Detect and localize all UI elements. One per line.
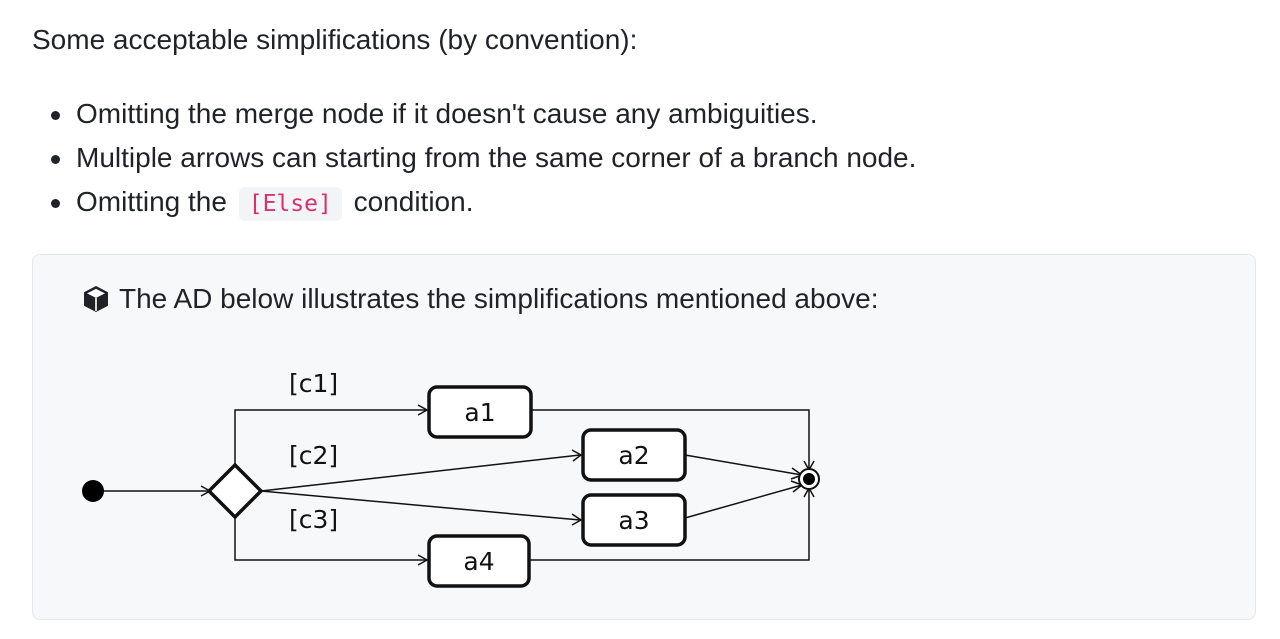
callout-text: The AD below illustrates the simplificat… bbox=[119, 283, 879, 314]
callout-header: The AD below illustrates the simplificat… bbox=[81, 281, 879, 317]
list-item-text: Omitting the merge node if it doesn't ca… bbox=[76, 98, 818, 129]
action-label: a4 bbox=[463, 547, 494, 576]
list-item: Multiple arrows can starting from the sa… bbox=[32, 138, 916, 182]
list-item: Omitting the [Else] condition. bbox=[32, 182, 916, 226]
action-a1: a1 bbox=[427, 385, 533, 439]
action-label: a1 bbox=[464, 398, 495, 427]
box-icon bbox=[84, 286, 108, 312]
action-a4: a4 bbox=[427, 534, 531, 588]
inline-code-else: [Else] bbox=[238, 187, 342, 221]
initial-node bbox=[82, 480, 104, 502]
guard-c3: [c3] bbox=[289, 505, 338, 534]
intro-text: Some acceptable simplifications (by conv… bbox=[32, 24, 638, 55]
list-item: Omitting the merge node if it doesn't ca… bbox=[32, 94, 916, 138]
simplification-list: Omitting the merge node if it doesn't ca… bbox=[32, 94, 916, 226]
list-item-text-after: condition. bbox=[353, 186, 474, 217]
action-label: a2 bbox=[618, 441, 649, 470]
guard-c2: [c2] bbox=[289, 441, 338, 470]
activity-diagram: a1 a2 a3 a4 [c1] [c2] [c3] bbox=[82, 369, 820, 588]
final-node-core bbox=[803, 473, 815, 485]
action-label: a3 bbox=[618, 506, 649, 535]
callout-box: The AD below illustrates the simplificat… bbox=[32, 254, 1256, 620]
action-a2: a2 bbox=[581, 428, 687, 482]
guard-c1: [c1] bbox=[289, 369, 338, 398]
list-item-text: Multiple arrows can starting from the sa… bbox=[76, 142, 917, 173]
action-a3: a3 bbox=[581, 493, 687, 547]
list-item-text-before: Omitting the bbox=[76, 186, 227, 217]
branch-node bbox=[206, 462, 264, 520]
